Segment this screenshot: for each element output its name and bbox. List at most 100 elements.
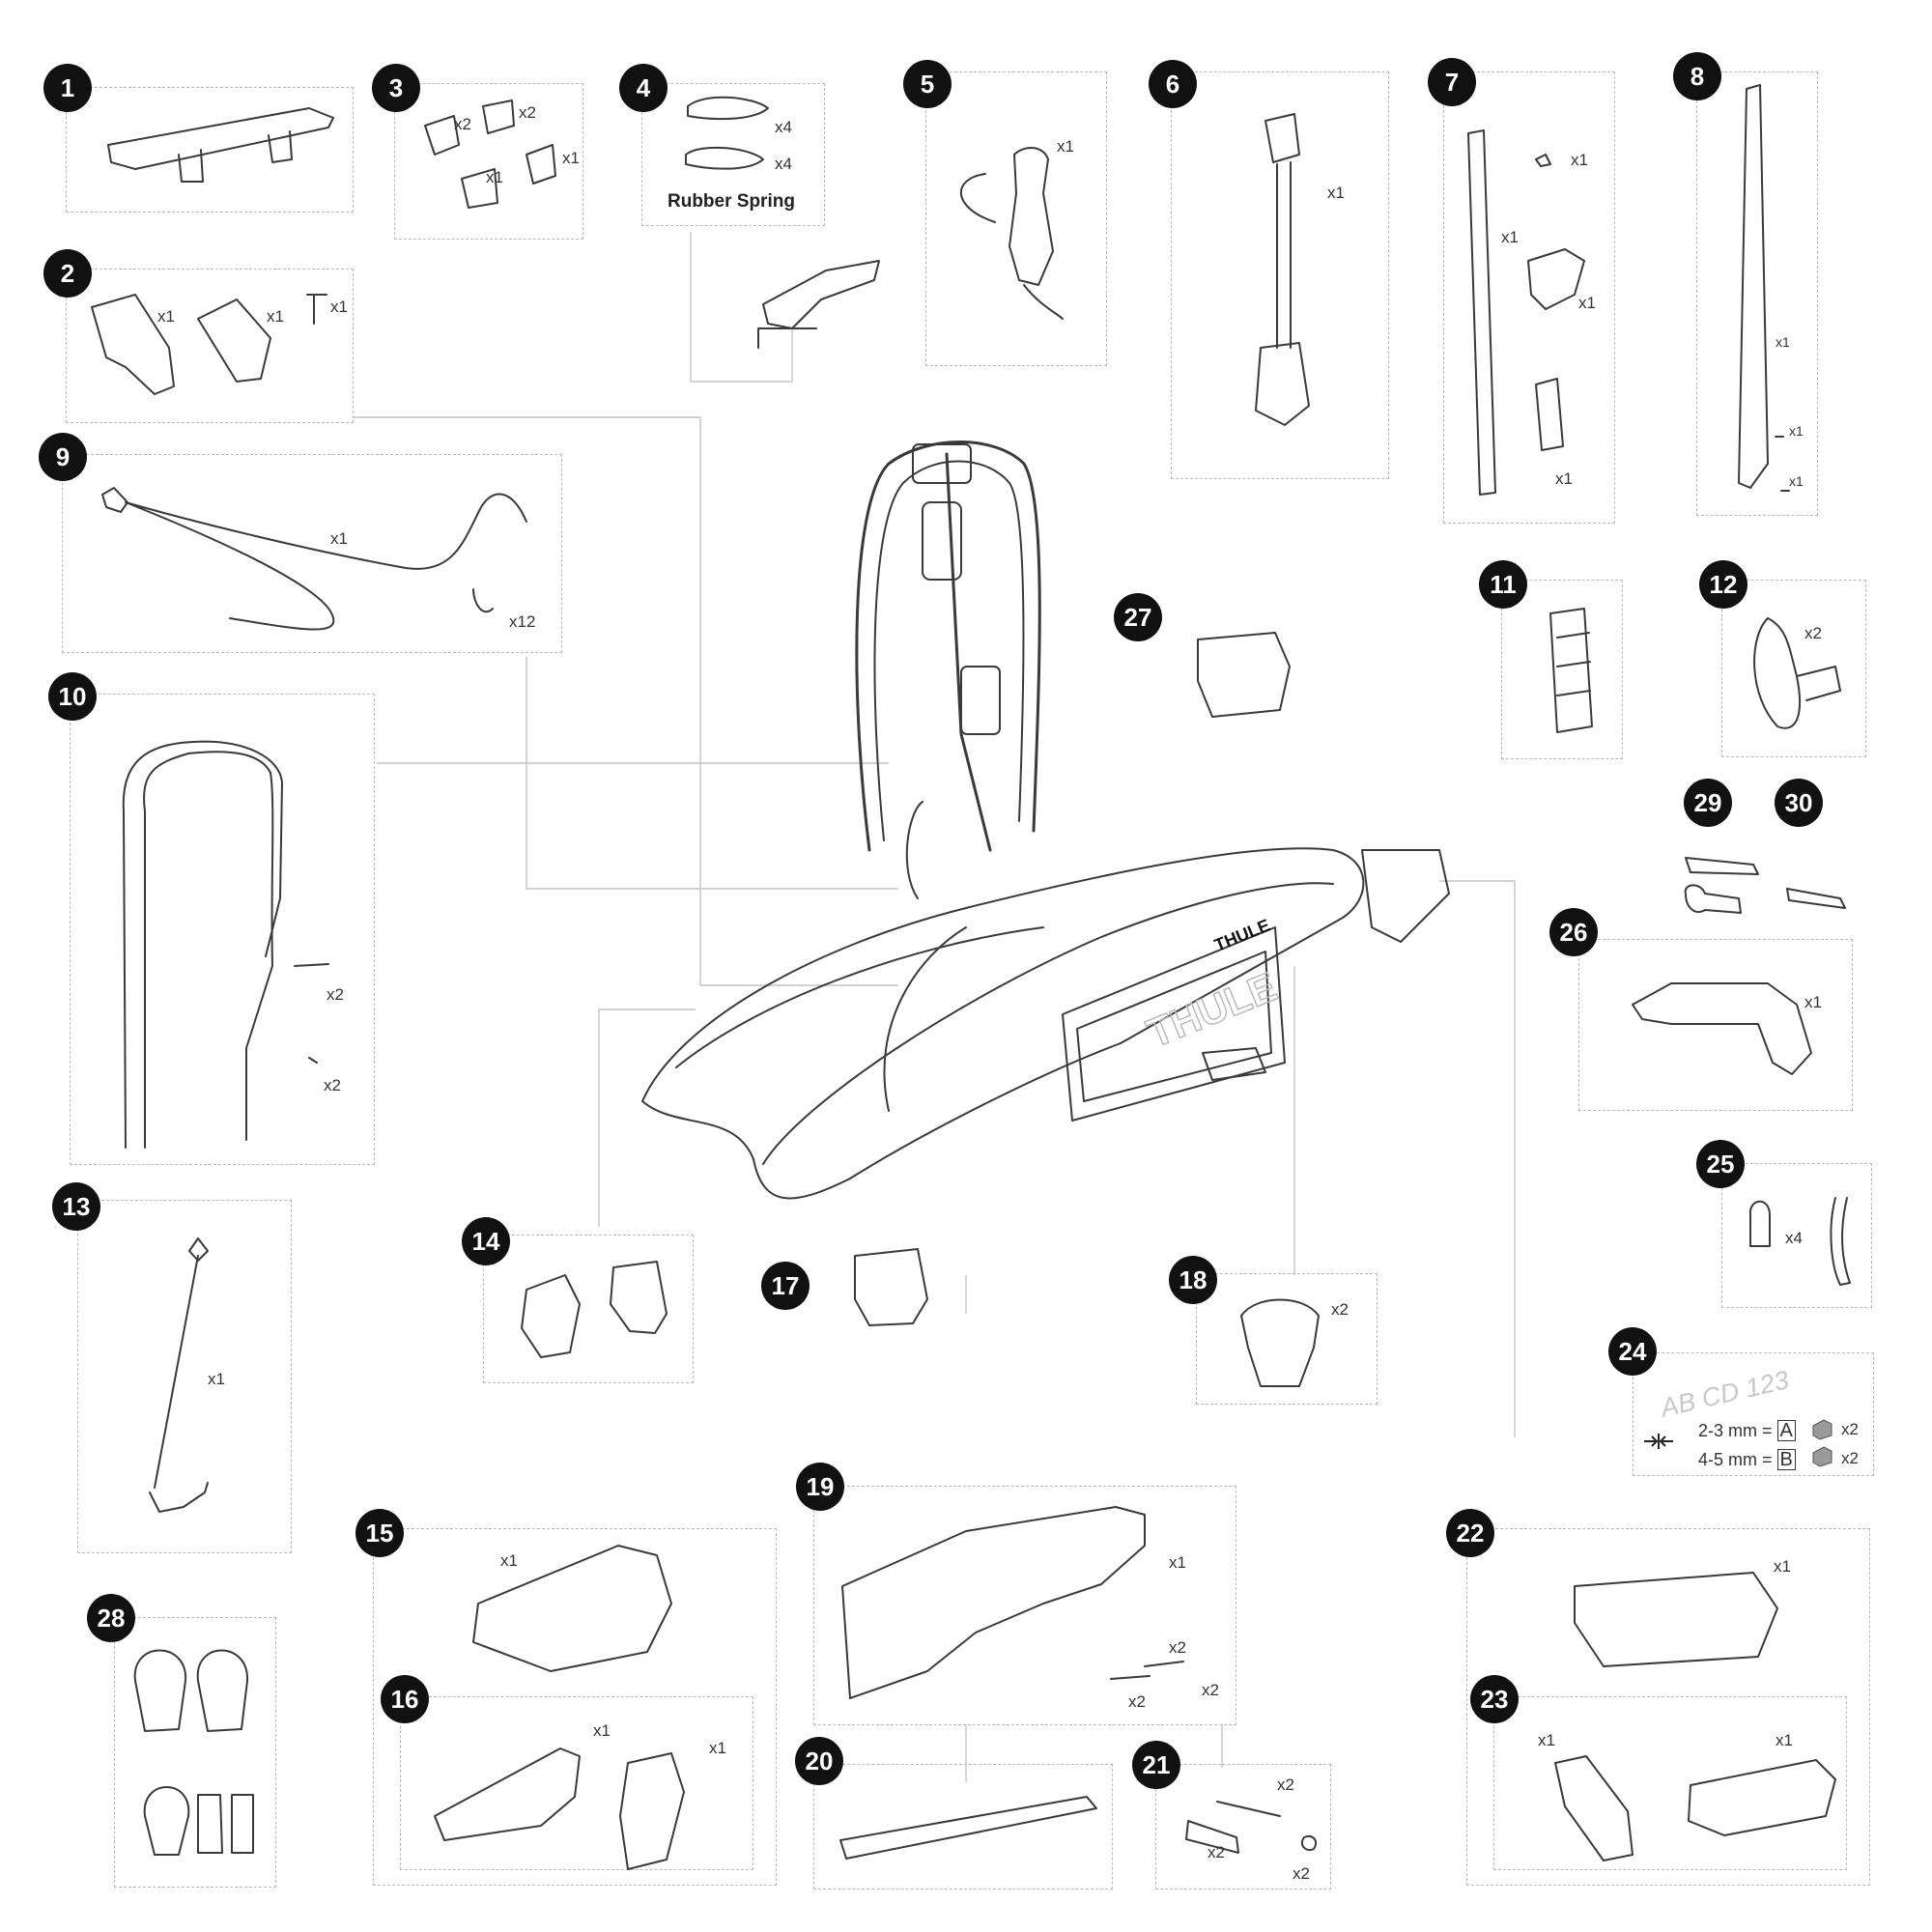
- badge-part-11: 11: [1479, 560, 1527, 609]
- badge-part-5: 5: [903, 60, 952, 108]
- qty-7c: x1: [1578, 294, 1596, 312]
- qty-22: x1: [1774, 1557, 1791, 1576]
- qty-2a: x1: [157, 307, 175, 326]
- qty-23a: x1: [1538, 1731, 1555, 1749]
- part-22-box: [1466, 1528, 1870, 1886]
- qty-8b: x1: [1789, 423, 1804, 439]
- qty-21b: x2: [1208, 1843, 1225, 1861]
- qty-16a: x1: [593, 1721, 611, 1740]
- qty-24b: x2: [1841, 1449, 1859, 1467]
- qty-8a: x1: [1776, 334, 1790, 350]
- qty-9a: x1: [330, 529, 348, 548]
- badge-part-30: 30: [1775, 779, 1823, 827]
- badge-part-18: 18: [1169, 1256, 1217, 1304]
- part-19-box: [813, 1486, 1236, 1725]
- part-24-box: [1633, 1352, 1874, 1476]
- badge-part-25: 25: [1696, 1140, 1745, 1188]
- qty-7d: x1: [1555, 469, 1573, 488]
- badge-part-9: 9: [39, 433, 87, 481]
- qty-9b: x12: [509, 612, 536, 631]
- badge-part-16: 16: [381, 1675, 429, 1723]
- badge-part-3: 3: [372, 64, 420, 112]
- qty-5: x1: [1057, 137, 1074, 156]
- badge-part-29: 29: [1684, 779, 1732, 827]
- qty-15: x1: [500, 1551, 518, 1570]
- badge-part-13: 13: [52, 1182, 100, 1231]
- part-12-box: [1721, 580, 1866, 757]
- leader-lines: [353, 232, 1516, 1782]
- part-16-box: [400, 1696, 753, 1870]
- spec-a-key: A: [1776, 1420, 1796, 1441]
- svg-text:THULE: THULE: [1141, 963, 1283, 1056]
- qty-23b: x1: [1776, 1731, 1793, 1749]
- badge-part-28: 28: [87, 1594, 135, 1642]
- badge-part-1: 1: [43, 64, 92, 112]
- part-15-box: [373, 1528, 777, 1886]
- badge-part-20: 20: [795, 1737, 843, 1785]
- spec-2-3mm: 2-3 mm = A: [1698, 1420, 1796, 1441]
- part-5-box: [925, 71, 1107, 366]
- qty-19d: x2: [1128, 1692, 1146, 1711]
- badge-part-2: 2: [43, 249, 92, 298]
- badge-part-23: 23: [1470, 1675, 1519, 1723]
- part-7-box: [1443, 71, 1615, 524]
- badge-part-22: 22: [1446, 1509, 1494, 1557]
- qty-19a: x1: [1169, 1553, 1186, 1572]
- badge-part-6: 6: [1149, 60, 1197, 108]
- spec-a-text: 2-3 mm =: [1698, 1421, 1773, 1440]
- qty-3b: x2: [519, 103, 536, 122]
- qty-18: x2: [1331, 1300, 1349, 1319]
- qty-25: x4: [1785, 1229, 1803, 1247]
- part-11-box: [1501, 580, 1623, 759]
- badge-part-19: 19: [796, 1463, 844, 1511]
- badge-part-10: 10: [48, 672, 97, 721]
- qty-10b: x2: [324, 1076, 341, 1094]
- thickness-arrows-icon: [1644, 1434, 1673, 1449]
- part-1-box: [66, 87, 354, 213]
- badge-part-21: 21: [1132, 1741, 1180, 1789]
- part-8-box: [1696, 71, 1818, 516]
- qty-13: x1: [208, 1370, 225, 1388]
- part-18-box: [1196, 1273, 1378, 1405]
- badge-part-7: 7: [1428, 58, 1476, 106]
- qty-16b: x1: [709, 1739, 726, 1757]
- part-14-box: [483, 1235, 694, 1383]
- part-6-box: [1171, 71, 1389, 479]
- qty-19c: x2: [1202, 1681, 1219, 1699]
- qty-3a: x2: [454, 115, 471, 133]
- qty-21a: x2: [1277, 1776, 1294, 1794]
- qty-8c: x1: [1789, 473, 1804, 489]
- badge-part-27: 27: [1114, 593, 1162, 641]
- part-2-box: [66, 269, 354, 423]
- qty-2c: x1: [330, 298, 348, 316]
- qty-6: x1: [1327, 184, 1345, 202]
- qty-4b: x4: [775, 155, 792, 173]
- qty-10a: x2: [327, 985, 344, 1004]
- badge-part-14: 14: [462, 1217, 510, 1265]
- qty-4a: x4: [775, 118, 792, 136]
- spec-b-text: 4-5 mm =: [1698, 1450, 1773, 1469]
- spec-b-key: B: [1776, 1449, 1796, 1470]
- part-10-box: [70, 694, 375, 1165]
- part-9-box: [62, 454, 562, 653]
- qty-3c: x1: [486, 168, 503, 186]
- bike-carrier-illustration: THULE: [641, 440, 1450, 1200]
- badge-part-24: 24: [1608, 1327, 1657, 1376]
- badge-part-12: 12: [1699, 560, 1747, 609]
- qty-2b: x1: [267, 307, 284, 326]
- spec-4-5mm: 4-5 mm = B: [1698, 1449, 1796, 1470]
- qty-7b: x1: [1501, 228, 1519, 246]
- part-3-box: [394, 83, 583, 240]
- qty-3d: x1: [562, 149, 580, 167]
- qty-24a: x2: [1841, 1420, 1859, 1438]
- part-23-box: [1493, 1696, 1847, 1870]
- part-25-box: [1721, 1163, 1872, 1308]
- badge-part-8: 8: [1673, 52, 1721, 100]
- badge-part-17: 17: [761, 1262, 810, 1310]
- spacer-shim-icons: [1812, 1419, 1833, 1467]
- part-28-box: [114, 1617, 276, 1888]
- qty-12: x2: [1804, 624, 1822, 642]
- part-20-box: [813, 1764, 1113, 1889]
- badge-part-4: 4: [619, 64, 668, 112]
